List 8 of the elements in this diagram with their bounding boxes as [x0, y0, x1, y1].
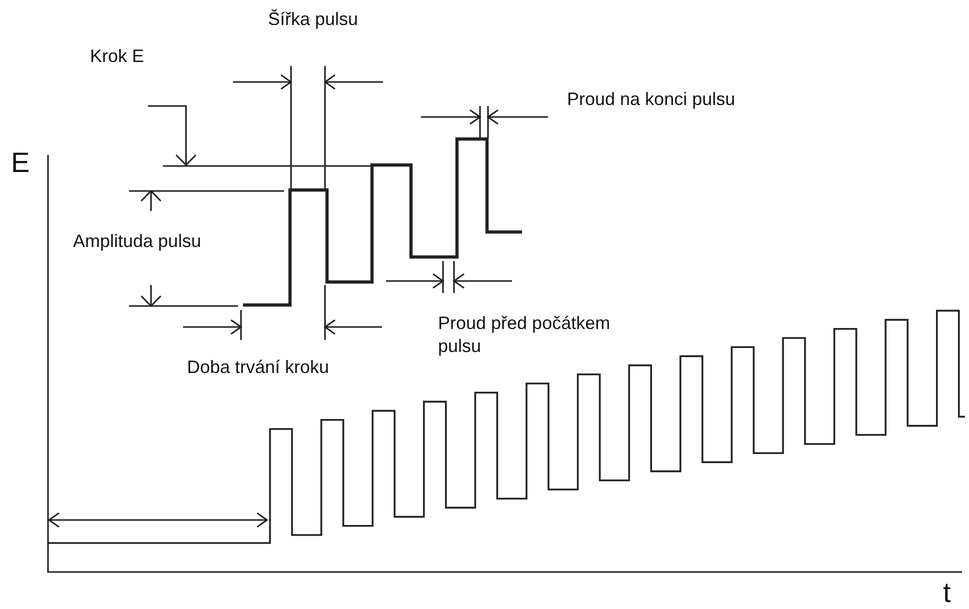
dimension-label: Krok E: [90, 45, 144, 68]
dimension-label: Amplituda pulsu: [73, 230, 202, 253]
axis-label: t: [943, 578, 951, 608]
axis-label: E: [11, 148, 30, 178]
dimension-label: Proud před počátkem pulsu: [438, 312, 612, 358]
dimension-label: Doba trvání kroku: [187, 356, 330, 379]
dimension-label: Šířka pulsu: [268, 8, 358, 31]
dimension-label: Proud na konci pulsu: [567, 88, 736, 111]
